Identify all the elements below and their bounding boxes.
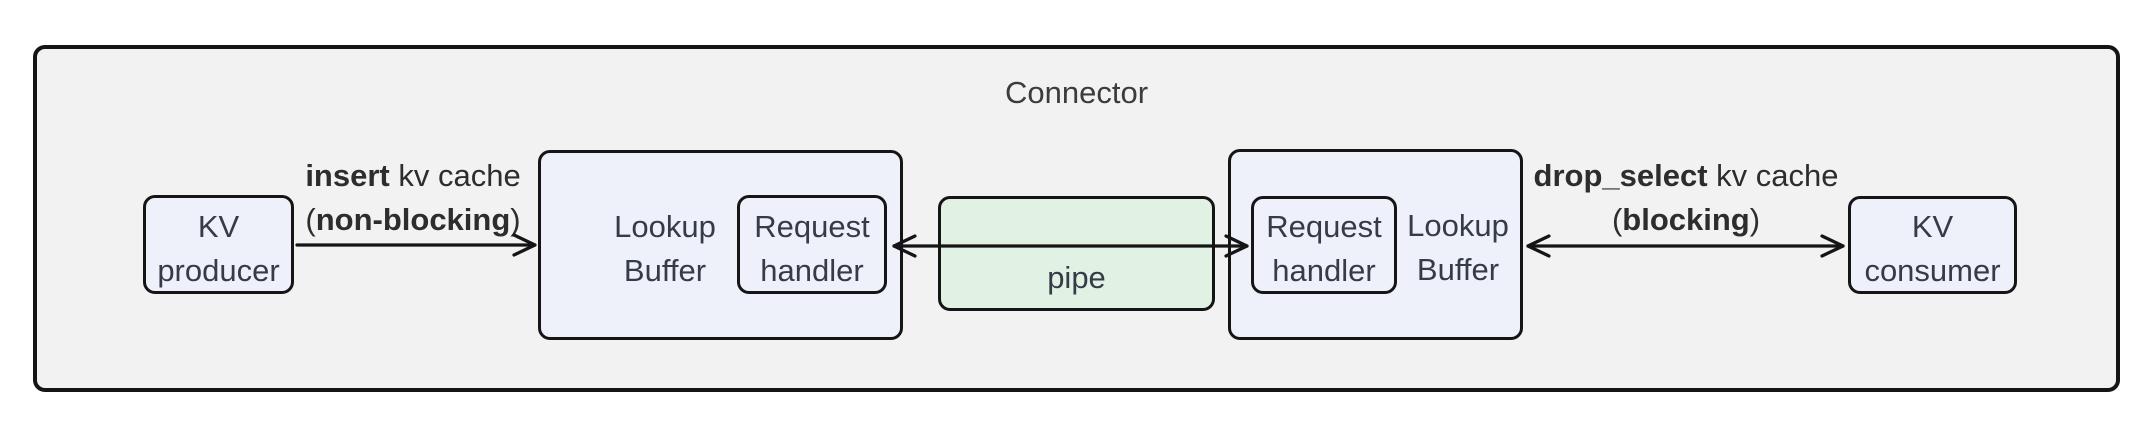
lookup-buffer-left-node: Lookup Buffer Request handler: [538, 150, 903, 340]
request-handler-left-label-line1: Request: [754, 208, 870, 244]
request-handler-left-node: Request handler: [737, 195, 887, 294]
lookup-buffer-right-label: Lookup Buffer: [1368, 204, 1548, 292]
drop-select-edge-label: drop_select kv cache (blocking): [1534, 154, 1839, 242]
lookup-buffer-right-node: Request handler Lookup Buffer: [1228, 149, 1523, 340]
lookup-buffer-left-label-line1: Lookup: [614, 209, 716, 244]
lookup-buffer-left-label-line2: Buffer: [623, 253, 707, 288]
kv-producer-node: KV producer: [143, 195, 294, 294]
kv-producer-label-line2: producer: [157, 252, 280, 288]
drop-select-edge-label-line1: drop_select kv cache: [1533, 158, 1839, 193]
insert-edge-label: insert kv cache (non-blocking): [305, 154, 520, 242]
insert-edge-label-line2: (non-blocking): [305, 202, 521, 237]
kv-producer-label-line1: KV: [197, 208, 240, 244]
lookup-buffer-right-label-line1: Lookup: [1407, 208, 1509, 243]
kv-consumer-label-line1: KV: [1911, 209, 1954, 244]
request-handler-left-label-line2: handler: [760, 252, 864, 288]
request-handler-right-node: Request handler: [1251, 196, 1397, 294]
request-handler-right-label-line1: Request: [1266, 209, 1382, 244]
connector-title: Connector: [1004, 75, 1149, 110]
pipe-label: pipe: [1047, 260, 1106, 295]
pipe-node: pipe: [938, 196, 1215, 311]
kv-consumer-node: KV consumer: [1848, 196, 2017, 294]
kv-consumer-label-line2: consumer: [1864, 253, 2001, 288]
request-handler-right-label-line2: handler: [1272, 253, 1376, 288]
lookup-buffer-right-label-line2: Buffer: [1416, 252, 1500, 287]
drop-select-edge-label-line2: (blocking): [1611, 202, 1761, 237]
lookup-buffer-left-label: Lookup Buffer: [575, 205, 755, 293]
insert-edge-label-line1: insert kv cache: [305, 158, 521, 193]
